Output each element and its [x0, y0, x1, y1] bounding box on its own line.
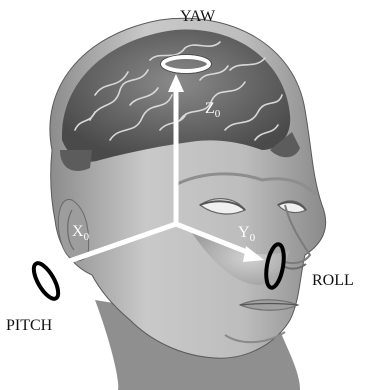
pitch-label: PITCH: [6, 317, 53, 334]
head-illustration: [50, 18, 326, 390]
roll-label: ROLL: [312, 272, 354, 289]
yaw-label: YAW: [180, 8, 216, 25]
